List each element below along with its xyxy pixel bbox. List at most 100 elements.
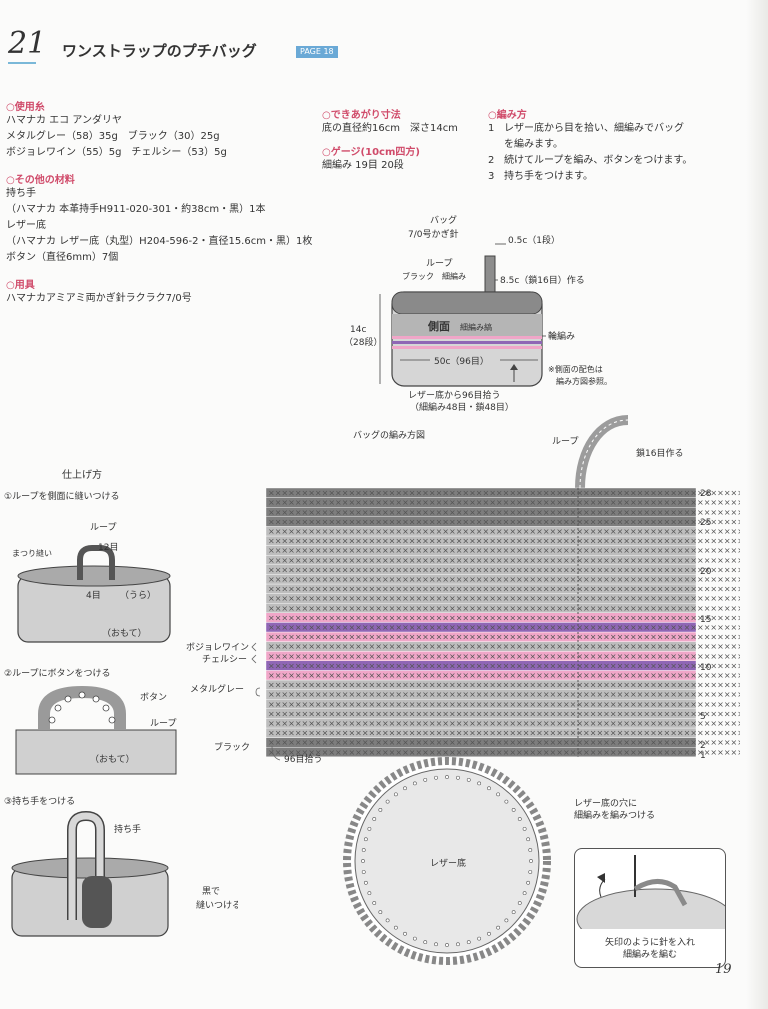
sole-hole — [526, 837, 531, 842]
row-number: 2 — [700, 741, 706, 751]
material-line: （ハマナカ 本革持手H911-020-301・約38cm・黒）1本 — [6, 204, 266, 215]
finishing-step-3: ③持ち手をつける — [4, 797, 76, 807]
sole-hole — [504, 799, 509, 804]
pickup-label: レザー底から96目拾う — [408, 389, 500, 401]
loop-top-size: 0.5c（1段） — [508, 234, 560, 246]
stripe-purple — [392, 341, 542, 344]
other-materials-list: 持ち手 （ハマナカ 本革持手H911-020-301・約38cm・黒）1本 レザ… — [6, 186, 316, 266]
sole-hole — [528, 870, 533, 874]
sole-hole — [445, 943, 449, 947]
sole-hole — [367, 891, 372, 896]
sole-hole — [372, 817, 377, 821]
knitting-chart: ループ 鎖16目作る ×××××××××××××××××××××××××××××… — [186, 415, 740, 765]
sew-label: 黒で — [202, 886, 220, 897]
stitch-symbols: ××××××××××××××××××××××××××××××××××××××××… — [268, 537, 740, 546]
stitch-symbols: ××××××××××××××××××××××××××××××××××××××××… — [268, 623, 740, 632]
loop-sub: ブラック 細編み — [402, 271, 466, 281]
loop-label: ループ — [426, 258, 452, 269]
finish-diagram-1: ループ 12目 まつり縫い 4目 （うら） （おもて） — [12, 522, 171, 643]
inset-note: 矢印のように針を入れ細編みを編む — [604, 938, 695, 960]
sole-hole — [456, 775, 460, 780]
loop-chain-label: 鎖16目作る — [636, 447, 683, 459]
pattern-number: 21 — [8, 26, 47, 61]
stitch-symbols: ××××××××××××××××××××××××××××××××××××××××… — [268, 738, 740, 747]
sole-hole — [445, 775, 449, 779]
chart-title: バッグの編み方図 — [353, 431, 426, 441]
material-line: レザー底 — [6, 220, 46, 231]
book-spine-shadow — [746, 0, 768, 1009]
front-label: （おもて） — [90, 754, 135, 765]
method-block: ○編み方 1 レザー底から目を拾い、細編みでバッグを編みます。 2 続けてループ… — [488, 106, 738, 185]
sole-hole — [412, 781, 417, 786]
sole-hole — [393, 925, 398, 930]
button-icon — [102, 704, 110, 712]
gauge-heading: ○ゲージ(10cm四方) — [322, 147, 420, 158]
material-line: 持ち手 — [6, 188, 36, 199]
leather-sole — [354, 768, 540, 954]
color-label: メタルグレー — [190, 683, 244, 695]
side-label: 側面 — [427, 319, 450, 333]
stitch-symbols: ××××××××××××××××××××××××××××××××××××××××… — [268, 508, 740, 517]
yarn-line: ボジョレワイン（55）5g チェルシー（53）5g — [6, 147, 227, 158]
sew-label: 縫いつける — [196, 899, 238, 911]
stitch-symbols: ××××××××××××××××××××××××××××××××××××××××… — [268, 709, 740, 718]
stitch-symbols: ××××××××××××××××××××××××××××××××××××××××… — [268, 681, 740, 690]
stitch-symbols: ××××××××××××××××××××××××××××××××××××××××… — [268, 498, 740, 507]
button-icon — [108, 716, 116, 724]
row-number: 5 — [700, 712, 706, 722]
sole-hole — [361, 848, 366, 852]
stitch-symbols: ××××××××××××××××××××××××××××××××××××××××… — [268, 652, 740, 661]
method-step: 2 続けてループを編み、ボタンをつけます。 — [488, 155, 693, 166]
finishing-step-2: ②ループにボタンをつける — [4, 669, 111, 679]
stitch-symbols: ××××××××××××××××××××××××××××××××××××××××… — [268, 565, 740, 574]
sole-hole — [378, 807, 383, 812]
method-step: 3 持ち手をつけます。 — [488, 171, 593, 182]
stitch-symbols: ××××××××××××××××××××××××××××××××××××××××… — [268, 671, 740, 680]
stitches-4-label: 4目 — [86, 590, 101, 601]
sole-hole — [403, 786, 407, 791]
finishing-title: 仕上げ方 — [62, 470, 102, 481]
loop-chain — [575, 415, 629, 489]
stitch-detail-inset: 矢印のように針を入れ細編みを編む — [574, 848, 734, 968]
method-step: 1 レザー底から目を拾い、細編みでバッグを編みます。 — [488, 123, 684, 150]
size-heading: ○できあがり寸法 — [322, 110, 401, 121]
ring-label: 輪編み — [548, 330, 575, 342]
color-note: 編み方図参照。 — [556, 376, 612, 386]
sole-hole — [434, 775, 438, 780]
stitch-symbols: ××××××××××××××××××××××××××××××××××××××××… — [268, 748, 740, 757]
stitch-symbols: ××××××××××××××××××××××××××××××××××××××××… — [268, 633, 740, 642]
color-note: ※側面の配色は — [548, 364, 603, 374]
stitch-symbols: ××××××××××××××××××××××××××××××××××××××××… — [268, 613, 740, 622]
row-number: 28 — [700, 489, 712, 499]
stitch-symbols: ××××××××××××××××××××××××××××××××××××××××… — [268, 729, 740, 738]
loop-label: ループ — [150, 718, 176, 729]
materials-block: ○使用糸 ハマナカ エコ アンダリヤ メタルグレー（58）35g ブラック（30… — [6, 98, 316, 307]
bag-top-band — [391, 291, 543, 315]
sole-hole — [456, 942, 460, 947]
sole-hole — [522, 891, 527, 896]
loop-size: 8.5c（鎖16目）作る — [500, 274, 585, 286]
sole-hole — [361, 870, 366, 874]
sole-hole — [434, 942, 438, 947]
height-rows: （28段） — [344, 336, 382, 348]
row-number: 1 — [700, 751, 706, 761]
sole-hole — [403, 931, 407, 936]
size-text: 底の直径約16cm 深さ14cm — [322, 123, 458, 134]
sole-label: レザー底 — [430, 857, 466, 869]
buttons — [48, 691, 116, 724]
sole-hole — [466, 777, 471, 782]
stitch-grid: ××××××××××××××××××××××××××××××××××××××××… — [265, 487, 740, 758]
sole-hole — [378, 910, 383, 915]
loop — [77, 545, 115, 580]
row-number: 10 — [700, 663, 712, 673]
back-label: （うら） — [120, 590, 156, 601]
yarn-heading: ○使用糸 — [6, 102, 45, 113]
sole-hole — [361, 859, 365, 863]
finishing-step-1: ①ループを側面に縫いつける — [4, 492, 120, 502]
stitch-symbols: ××××××××××××××××××××××××××××××××××××××××… — [268, 690, 740, 699]
handle-label: 持ち手 — [114, 823, 141, 835]
size-block: ○できあがり寸法 底の直径約16cm 深さ14cm ○ゲージ(10cm四方) 細… — [322, 106, 482, 174]
number-underline — [8, 62, 36, 64]
sole-hole — [528, 848, 533, 852]
sole-hole — [496, 925, 501, 930]
